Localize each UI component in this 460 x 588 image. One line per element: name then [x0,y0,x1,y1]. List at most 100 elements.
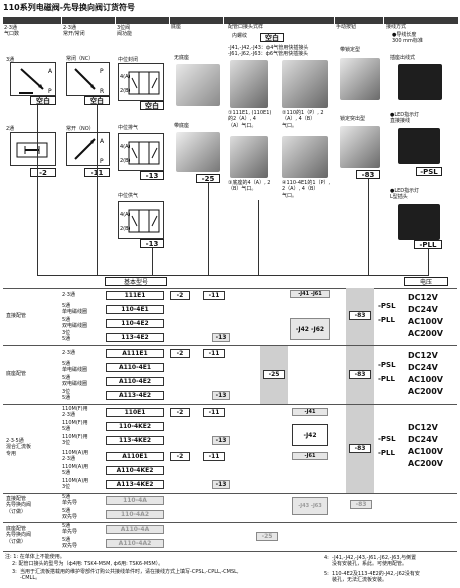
svg-text:4(A): 4(A) [120,144,131,150]
header-bar [224,17,334,24]
code-cell: -J61 [292,452,328,460]
code-cell: -83 [349,370,371,379]
model-cell: A113-4KE2 [106,480,164,489]
model-cell: 113-4E2 [106,333,164,342]
code-cell: -2 [170,349,190,358]
code-cell: -13 [212,391,230,400]
desc: 3位 5通 [62,389,71,401]
group-base-pilot: 底座配管 先导换向阀 （订做） [6,526,32,545]
code-cell: -PLL [378,375,395,383]
fitting-desc-4: ④110-4E1的1（P）, 2（A）, 4（B） 气口。 [282,180,331,199]
code-cell: -J42 -J62 [290,318,330,340]
code-cell: -PLL [378,449,395,457]
code-j42: -J42 [303,431,317,439]
label-no-base: 无底座 [174,55,190,61]
code-cell: -J42 [292,424,328,446]
label-lock: 带锁定型 [340,47,361,53]
voltage: DC12V [408,423,438,432]
code-cell: -13 [212,480,230,489]
header-no-nc: 2·3通 常开/常闭 [63,25,85,37]
manual-photo-1 [340,58,380,100]
code-cell: -11 [203,452,225,461]
svg-text:A: A [100,138,105,145]
voltage: DC24V [408,435,438,444]
wiring-photo-2 [398,128,440,164]
header-bar [116,17,169,24]
connector-line [428,249,429,275]
desc: 110M(F)用 3位 [62,434,88,446]
model-cell: A113-4E2 [106,391,164,400]
model-cell: A110-4A2 [106,539,164,548]
desc: 5通 双先导 [62,537,78,549]
header-bar [170,17,223,24]
label-exhaust-center: 中位排气 [118,125,139,131]
valve-photo-no-base [176,64,220,106]
connector-line [368,179,369,275]
code-cell: -11 [203,349,225,358]
header-bar [3,17,61,24]
code-psl: -PSL [416,167,442,176]
svg-text:R: R [100,88,104,95]
model-cell: 110-4E2 [106,319,164,328]
desc: 5通 单电磁线圈 [62,303,88,315]
voltage: AC200V [408,329,443,338]
connector-line [37,105,38,275]
model-cell: A110-4E1 [106,363,164,372]
fitting-photo-1 [230,60,268,108]
header-base: 底座 [171,24,182,30]
label-lock-protrude: 锁定突出型 [340,116,366,122]
connector-line [258,200,259,275]
code-cell: -2 [170,408,190,417]
wiring-photo-1 [398,64,442,100]
voltage: AC100V [408,317,443,326]
label-socket: 插座出线式 [390,55,416,61]
header-ports: 2·3通 气口数 [4,25,20,37]
desc: 5通 单先导 [62,494,78,506]
desc: 5通 双电磁线圈 [62,375,88,387]
header-wire-length: ●导线长度 300 mm标准 [392,32,423,44]
label-nc: 常闭（NC） [66,56,94,62]
code-blank-3pos: 空白 [140,101,164,110]
connector-line [152,248,153,275]
group-direct: 直接配管 [6,313,27,319]
header-bar [62,17,115,24]
voltage: DC24V [408,305,438,314]
model-cell: A110-4KE2 [106,466,164,475]
header-3pos: 3位阀 阀功能 [117,25,133,37]
model-cell: 110-4KE2 [106,422,164,431]
code-pll: -PLL [414,240,442,249]
valve-photo-with-base [176,132,220,172]
code-cell: -PLL [378,316,395,324]
desc: 5通 单先导 [62,523,78,535]
voltage: AC100V [408,447,443,456]
code-cell: -11 [203,291,225,300]
fitting-desc-3: ③底座的4（A）, 2 （B）气口。 [228,180,271,193]
model-cell: A110-4E2 [106,377,164,386]
code-13-pressure: -13 [140,239,164,248]
svg-text:2(B): 2(B) [120,226,131,232]
code-cell: -PSL [378,435,396,443]
label-with-base: 带底座 [174,123,190,129]
svg-text:4(A): 4(A) [120,212,131,218]
label-led-direct: ●LED指示灯 直接接线 [390,112,420,125]
group-manifold: 2·3·5通 混合汇流板 专用 [6,438,32,457]
code-cell: -83 [349,444,371,453]
voltage: AC200V [408,459,443,468]
svg-text:P: P [48,88,52,95]
fitting-photo-4 [282,136,328,178]
svg-text:A: A [48,68,53,75]
voltage: AC100V [408,375,443,384]
row-divider [3,522,457,523]
desc: 5通 双先导 [62,508,78,520]
desc: 110M(A)用 3位 [62,478,89,490]
desc: 110M(A)用 2·3通 [62,450,89,462]
code-cell: -2 [170,291,190,300]
table-header-voltage: 电压 [404,277,448,286]
model-cell: 113-4KE2 [106,436,164,445]
group-base: 底座配管 [6,371,27,377]
desc: 5通 单电磁线圈 [62,361,88,373]
code-blank-thread: 空白 [260,33,284,42]
desc: 110M(F)用 5通 [62,420,88,432]
